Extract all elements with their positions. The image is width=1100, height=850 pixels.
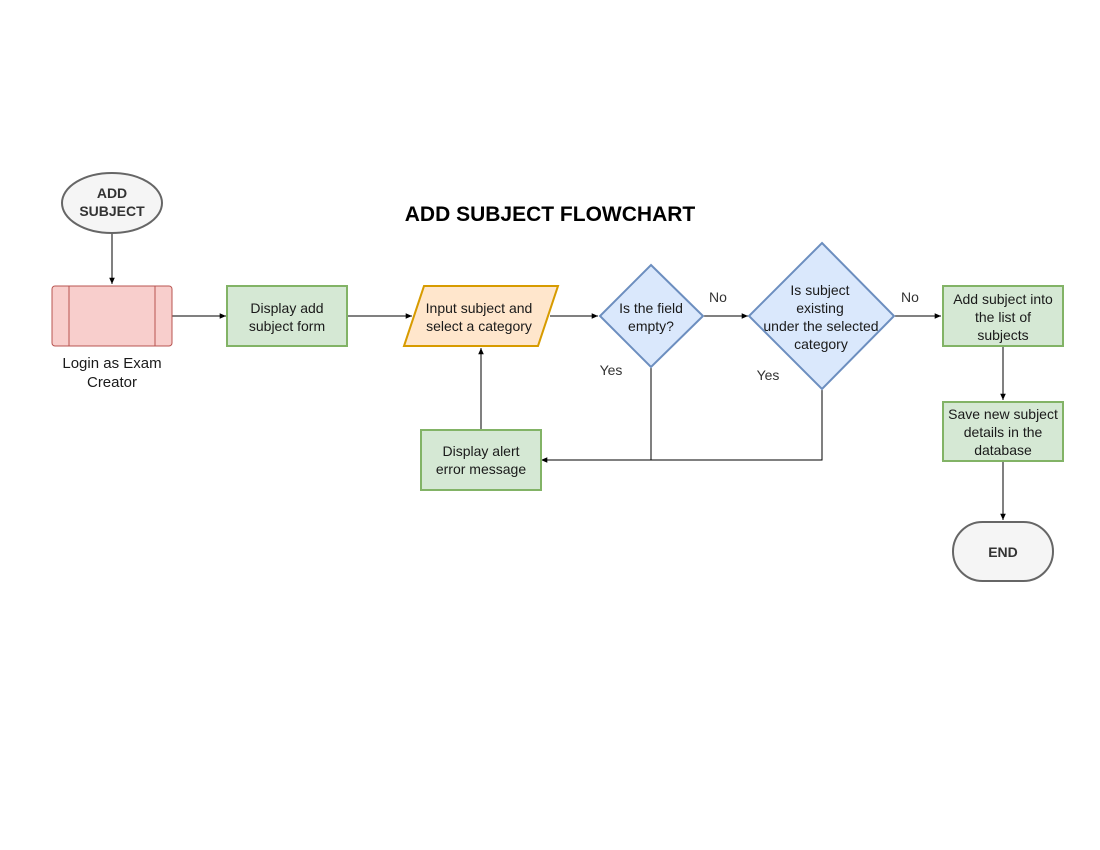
display-form-label-line-1: Display add bbox=[250, 300, 323, 316]
save-subject-label-line-2: details in the bbox=[964, 424, 1043, 440]
end-label: END bbox=[988, 544, 1018, 560]
node-subject-exists: Is subject existing under the selected c… bbox=[747, 241, 896, 391]
display-alert-label-line-2: error message bbox=[436, 461, 526, 477]
edge-subject-exists-yes bbox=[651, 389, 823, 461]
subject-exists-label-line-3: under the selected bbox=[763, 318, 878, 334]
edge-label-field-empty-no: No bbox=[709, 289, 727, 305]
subject-exists-label-line-1: Is subject bbox=[790, 282, 849, 298]
node-start: ADD SUBJECT bbox=[61, 172, 163, 234]
node-save-subject: Save new subject details in the database bbox=[942, 401, 1064, 462]
subject-exists-label-line-4: category bbox=[794, 336, 848, 352]
field-empty-decision-shape bbox=[598, 263, 705, 369]
add-subject-label-line-3: subjects bbox=[977, 327, 1028, 343]
subject-exists-decision-shape bbox=[747, 241, 896, 391]
field-empty-label-line-2: empty? bbox=[628, 318, 674, 334]
display-form-label-line-2: subject form bbox=[249, 318, 325, 334]
display-alert-label-line-1: Display alert bbox=[442, 443, 519, 459]
add-subject-label-line-2: the list of bbox=[975, 309, 1031, 325]
start-terminal-shape bbox=[61, 172, 163, 234]
start-label-line-1: ADD bbox=[97, 185, 127, 201]
login-subprocess-shape bbox=[51, 285, 173, 347]
input-subject-label-line-2: select a category bbox=[426, 318, 532, 334]
save-subject-label-line-1: Save new subject bbox=[948, 406, 1058, 422]
node-add-subject: Add subject into the list of subjects bbox=[942, 285, 1064, 347]
save-subject-label-line-3: database bbox=[974, 442, 1032, 458]
end-terminal-shape bbox=[952, 521, 1054, 582]
field-empty-label-line-1: Is the field bbox=[619, 300, 683, 316]
login-caption-line-2: Creator bbox=[87, 374, 137, 391]
edge-label-field-empty-yes: Yes bbox=[600, 362, 623, 378]
display-alert-process-shape bbox=[420, 429, 542, 491]
edge-label-subject-exists-yes: Yes bbox=[757, 367, 780, 383]
edge-label-subject-exists-no: No bbox=[901, 289, 919, 305]
input-subject-label-line-1: Input subject and bbox=[426, 300, 533, 316]
node-end: END bbox=[952, 521, 1054, 582]
node-input-subject: Input subject and select a category bbox=[402, 285, 560, 347]
add-subject-process-shape bbox=[942, 285, 1064, 347]
diagram-title: ADD SUBJECT FLOWCHART bbox=[405, 203, 696, 226]
display-form-process-shape bbox=[226, 285, 348, 347]
login-caption-line-1: Login as Exam bbox=[62, 355, 161, 372]
add-subject-label-line-1: Add subject into bbox=[953, 291, 1053, 307]
node-display-form: Display add subject form bbox=[226, 285, 348, 347]
node-display-alert: Display alert error message bbox=[420, 429, 542, 491]
subject-exists-label-line-2: existing bbox=[796, 300, 843, 316]
save-subject-process-shape bbox=[942, 401, 1064, 462]
node-field-empty: Is the field empty? bbox=[598, 263, 705, 369]
input-subject-io-shape bbox=[402, 285, 560, 347]
start-label-line-2: SUBJECT bbox=[79, 203, 145, 219]
edge-field-empty-yes bbox=[541, 368, 652, 463]
edges bbox=[109, 233, 1006, 520]
node-login: Login as Exam Creator bbox=[51, 285, 173, 391]
